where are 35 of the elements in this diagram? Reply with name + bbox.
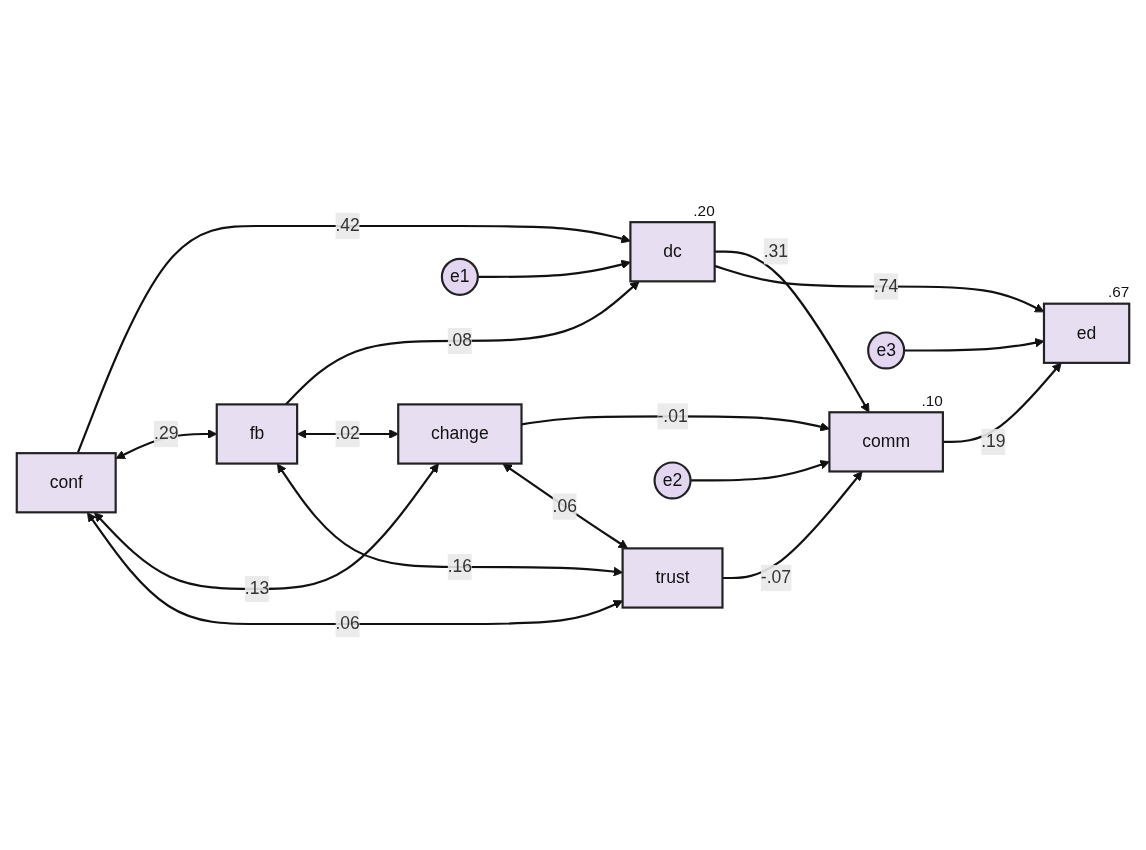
edge-label: .08: [447, 330, 473, 350]
edge-label: .06: [552, 496, 577, 516]
node-box: ed: [1042, 302, 1131, 364]
squared-multiple-correlation: .20: [693, 201, 715, 219]
arrow: [942, 362, 1062, 443]
squared-multiple-correlation: .10: [921, 391, 943, 409]
arrow: [690, 460, 830, 482]
node-circle: e3: [867, 331, 906, 370]
node-box: trust: [621, 547, 724, 609]
arrow: [93, 463, 439, 591]
edge-label: -.01: [657, 406, 688, 426]
squared-multiple-correlation: .67: [1107, 283, 1130, 301]
arrow: [502, 463, 629, 549]
node-box: dc: [629, 221, 716, 283]
arrow: [722, 471, 863, 580]
node-box: fb: [215, 403, 299, 465]
arrow: [477, 259, 631, 278]
edge-label: .29: [154, 424, 179, 443]
edge-label: .74: [873, 276, 899, 296]
node-box: comm: [828, 411, 944, 473]
edge-label: .13: [244, 579, 270, 598]
edge-label: .02: [335, 424, 360, 443]
edge-label: .42: [335, 216, 360, 235]
edge-label: .31: [763, 241, 789, 261]
node-circle: e2: [653, 461, 692, 500]
node-box: conf: [15, 452, 117, 514]
edge-label: -.07: [760, 568, 792, 587]
arrow: [714, 250, 870, 413]
node-circle: e1: [440, 257, 479, 296]
edge-label: .16: [447, 557, 473, 576]
edge-label: .19: [981, 432, 1006, 451]
arrow: [521, 415, 830, 432]
edge-label: .06: [335, 614, 360, 633]
arrow: [76, 224, 631, 454]
node-box: change: [397, 403, 523, 465]
